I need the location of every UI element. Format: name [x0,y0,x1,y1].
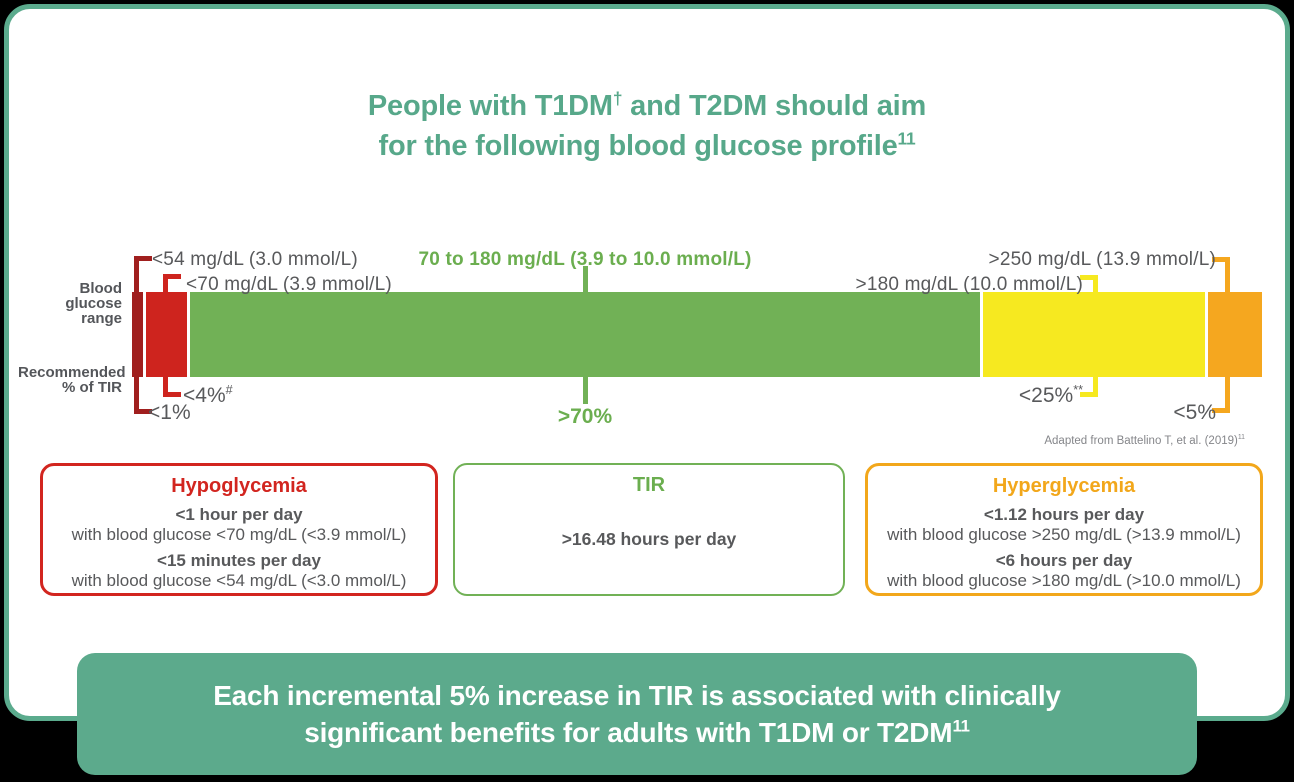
row-label-blood-glucose-range: Blood glucose range [65,280,122,327]
hyperglycemia-group-2: <6 hours per day with blood glucose >180… [887,551,1241,590]
bar-segment-very-high [1208,292,1262,377]
callout-line-1: Each incremental 5% increase in TIR is a… [213,680,1061,711]
tir-box-value: >16.48 hours per day [561,529,737,549]
tir-box-title: TIR [632,474,666,496]
bracket-very-high-bottom [1212,377,1230,413]
glucose-range-bar [132,292,1262,377]
tir-box: TIR >16.48 hours per day [453,463,845,596]
bar-segment-low [146,292,187,377]
hypoglycemia-group-1: <1 hour per day with blood glucose <70 m… [71,505,407,544]
bracket-high-bottom [1080,377,1098,397]
hyperglycemia-box: Hyperglycemia <1.12 hours per day with b… [865,463,1263,596]
reference-superscript: 11 [897,128,916,149]
hyperglycemia-box-title: Hyperglycemia [992,475,1136,497]
hypoglycemia-group-2: <15 minutes per day with blood glucose <… [71,551,407,590]
tick-in-range-bottom [583,377,588,404]
title-line-1: People with T1DM† and T2DM should aim [367,88,927,122]
bar-segment-high [983,292,1205,377]
row-label-recommended-tir: Recommended % of TIR [18,364,126,396]
label-tir-in-range: >70% [557,405,613,428]
tick-in-range-top [583,266,588,292]
bracket-very-high-top [1212,257,1230,292]
page-title: People with T1DM† and T2DM should aim fo… [0,86,1294,166]
hash-superscript: # [225,383,233,397]
label-range-high: >180 mg/dL (10.0 mmol/L) [855,274,1083,295]
bracket-very-low-bottom [134,377,152,414]
callout-reference-superscript: 11 [952,716,970,736]
hyperglycemia-group-1: <1.12 hours per day with blood glucose >… [887,505,1241,544]
hypoglycemia-box: Hypoglycemia <1 hour per day with blood … [40,463,438,596]
label-tir-high: <25%** [1018,383,1083,407]
key-message-callout: Each incremental 5% increase in TIR is a… [77,653,1197,775]
label-range-very-high: >250 mg/dL (13.9 mmol/L) [988,249,1216,270]
label-tir-low: <4%# [183,383,233,407]
bracket-low-bottom [163,377,181,397]
bar-segment-very-low [132,292,143,377]
label-tir-very-high: <5% [1173,401,1216,424]
hypoglycemia-box-title: Hypoglycemia [171,475,307,497]
source-citation: Adapted from Battelino T, et al. (2019)1… [1044,434,1245,447]
bracket-very-low-top [134,256,152,292]
label-range-very-low: <54 mg/dL (3.0 mmol/L) [152,249,358,270]
title-line-2: for the following blood glucose profile1… [378,128,916,162]
bar-segment-in-range [190,292,980,377]
dagger-superscript: † [612,88,623,109]
callout-line-2: significant benefits for adults with T1D… [304,716,970,748]
bracket-high-top [1080,275,1098,292]
label-tir-very-low: <1% [148,401,191,424]
citation-reference-superscript: 11 [1237,434,1245,442]
bracket-low-top [163,274,181,292]
asterisk-superscript: ** [1073,383,1083,397]
label-range-low: <70 mg/dL (3.9 mmol/L) [186,274,392,295]
label-range-in-range: 70 to 180 mg/dL (3.9 to 10.0 mmol/L) [418,249,752,270]
